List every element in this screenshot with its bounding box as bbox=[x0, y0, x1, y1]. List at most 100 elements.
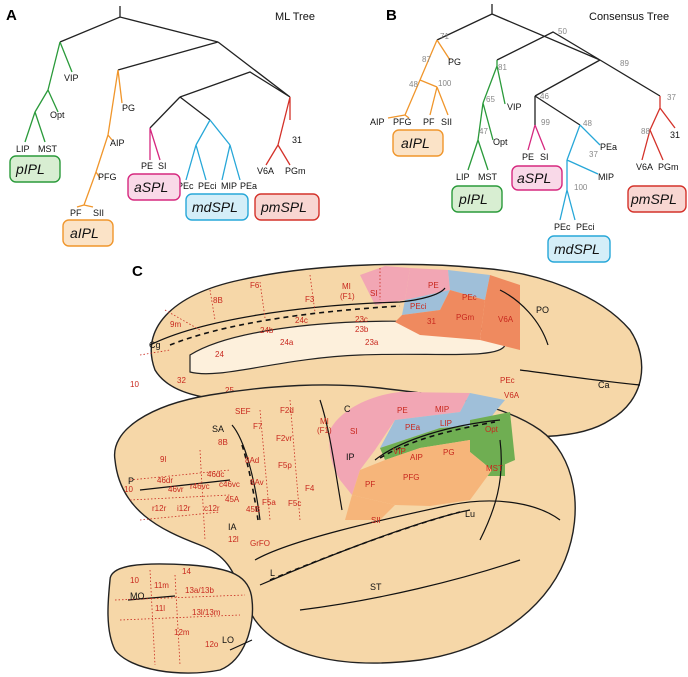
medial-area-10: 10 bbox=[130, 380, 139, 389]
lateral-area-v6a: V6A bbox=[504, 391, 520, 400]
ml-leaf-sii: SII bbox=[93, 208, 104, 218]
medial-area-pec-fill bbox=[448, 270, 490, 300]
arcuate-sulcus-fundus bbox=[241, 444, 259, 521]
medial-area-25: 25 bbox=[225, 386, 234, 395]
brain-panel: C F3 F6 MI (F1) SI PE PEc PEci PGm 31 V6… bbox=[107, 263, 643, 674]
consensus-bootstrap-48a: 48 bbox=[409, 80, 418, 89]
consensus-tree-backbone bbox=[436, 4, 661, 126]
lateral-area-i12r: i12r bbox=[177, 504, 191, 513]
lateral-area-opt: Opt bbox=[485, 425, 499, 434]
lateral-area-c46vc: c46vc bbox=[219, 480, 240, 489]
ml-tree-panel: A ML Tree VIP Opt LIP MST PG AIP PFG PF … bbox=[6, 6, 320, 247]
consensus-leaf-v6a: V6A bbox=[636, 162, 653, 172]
orbital-area-10: 10 bbox=[130, 576, 139, 585]
sulcus-lo: LO bbox=[222, 635, 234, 645]
cingulate-sulcus-fundus bbox=[169, 305, 401, 346]
medial-area-f1: (F1) bbox=[340, 292, 355, 301]
lateral-area-pea: PEa bbox=[405, 423, 421, 432]
medial-area-f6: F6 bbox=[250, 281, 260, 290]
ml-leaf-pea: PEa bbox=[240, 181, 257, 191]
central-sulcus bbox=[319, 399, 343, 511]
medial-area-31: 31 bbox=[427, 317, 436, 326]
medial-area-v6a-fill bbox=[480, 275, 520, 350]
ml-leaf-31: 31 bbox=[292, 135, 302, 145]
consensus-leaf-si: SI bbox=[540, 152, 549, 162]
lateral-area-mi: MI bbox=[320, 417, 329, 426]
orbital-area-14: 14 bbox=[182, 567, 191, 576]
medial-area-v6a: V6A bbox=[498, 315, 514, 324]
consensus-pipl-branches bbox=[467, 60, 506, 171]
lateral-area-sii-fill bbox=[345, 495, 395, 520]
ml-group-aspl: aSPL bbox=[134, 179, 168, 195]
sulcus-c: C bbox=[344, 404, 351, 414]
consensus-group-box-aspl bbox=[511, 165, 563, 191]
ml-group-box-aspl bbox=[127, 173, 181, 201]
lateral-area-r46vc: r46vc bbox=[190, 482, 210, 491]
panel-label-b: B bbox=[386, 7, 397, 24]
sulcus-ia: IA bbox=[228, 522, 237, 532]
ml-group-aipl: aIPL bbox=[70, 225, 99, 241]
orbital-area-13l13m: 13l/13m bbox=[192, 608, 221, 617]
medial-area-24c: 24c bbox=[295, 316, 308, 325]
ml-leaf-mip: MIP bbox=[221, 181, 237, 191]
consensus-leaf-pea: PEa bbox=[600, 142, 617, 152]
lateral-area-lip: LIP bbox=[440, 419, 452, 428]
panel-label-a: A bbox=[6, 7, 17, 24]
consensus-group-aipl: aIPL bbox=[401, 135, 430, 151]
lateral-area-r12r: r12r bbox=[152, 504, 167, 513]
consensus-bootstrap-46: 46 bbox=[540, 92, 549, 101]
ml-leaf-opt: Opt bbox=[50, 110, 65, 120]
consensus-aipl-branches bbox=[387, 39, 451, 119]
consensus-mdspl-branches bbox=[559, 124, 601, 221]
ml-group-mdspl: mdSPL bbox=[192, 199, 238, 215]
medial-area-pe: PE bbox=[428, 281, 439, 290]
lateral-area-vip-fill bbox=[380, 425, 485, 460]
sulcus-ip: IP bbox=[346, 452, 355, 462]
consensus-bootstrap-37a: 37 bbox=[589, 150, 598, 159]
lateral-area-si: SI bbox=[350, 427, 358, 436]
orbital-area-12o: 12o bbox=[205, 640, 219, 649]
ml-tree-pipl-branches bbox=[24, 41, 73, 143]
ml-leaf-v6a: V6A bbox=[257, 166, 274, 176]
lateral-area-c12r: c12r bbox=[204, 504, 220, 513]
consensus-group-pmspl: pmSPL bbox=[630, 191, 677, 207]
lateral-sulcus-fundus bbox=[269, 511, 461, 581]
lateral-area-sef: SEF bbox=[235, 407, 251, 416]
ml-tree-mdspl-branches bbox=[185, 119, 241, 181]
consensus-bootstrap-71: 71 bbox=[440, 32, 449, 41]
medial-area-pec: PEc bbox=[462, 293, 477, 302]
lateral-area-f4: F4 bbox=[305, 484, 315, 493]
lateral-area-pec-fill bbox=[460, 393, 505, 412]
ml-tree-pmspl-branches bbox=[265, 96, 291, 166]
medial-area-pgm-fill bbox=[395, 290, 485, 340]
ml-leaf-vip: VIP bbox=[64, 73, 79, 83]
ml-leaf-mst: MST bbox=[38, 144, 58, 154]
orbital-area-13a13b: 13a/13b bbox=[185, 586, 214, 595]
consensus-group-box-aipl bbox=[392, 129, 444, 157]
sulcus-mo: MO bbox=[130, 591, 145, 601]
consensus-leaf-mst: MST bbox=[478, 172, 498, 182]
sulcus-lu: Lu bbox=[465, 509, 475, 519]
consensus-aspl-branches bbox=[527, 124, 546, 151]
lateral-area-pg: PG bbox=[443, 448, 455, 457]
ml-tree-backbone bbox=[59, 6, 291, 129]
sulcus-po: PO bbox=[536, 305, 549, 315]
intraparietal-sulcus-fundus bbox=[379, 421, 496, 459]
ml-group-box-pipl bbox=[9, 155, 61, 183]
ml-leaf-aip: AIP bbox=[110, 138, 125, 148]
consensus-leaf-vip: VIP bbox=[507, 102, 522, 112]
parieto-occipital-sulcus bbox=[499, 289, 549, 346]
lateral-area-pe-fill bbox=[395, 392, 470, 420]
ml-tree-aipl-branches bbox=[76, 69, 123, 208]
sulcus-p: P bbox=[128, 476, 134, 486]
lateral-area-46vr: 46vr bbox=[168, 485, 184, 494]
consensus-leaf-peci: PEci bbox=[576, 222, 595, 232]
consensus-bootstrap-88: 88 bbox=[641, 127, 650, 136]
lateral-area-12l: 12l bbox=[228, 535, 239, 544]
consensus-group-pipl: pIPL bbox=[458, 191, 488, 207]
lateral-area-8b: 8B bbox=[218, 438, 228, 447]
consensus-bootstrap-100b: 100 bbox=[574, 183, 588, 192]
consensus-bootstrap-37b: 37 bbox=[667, 93, 676, 102]
ml-leaf-pfg: PFG bbox=[98, 172, 117, 182]
medial-area-23a: 23a bbox=[365, 338, 379, 347]
